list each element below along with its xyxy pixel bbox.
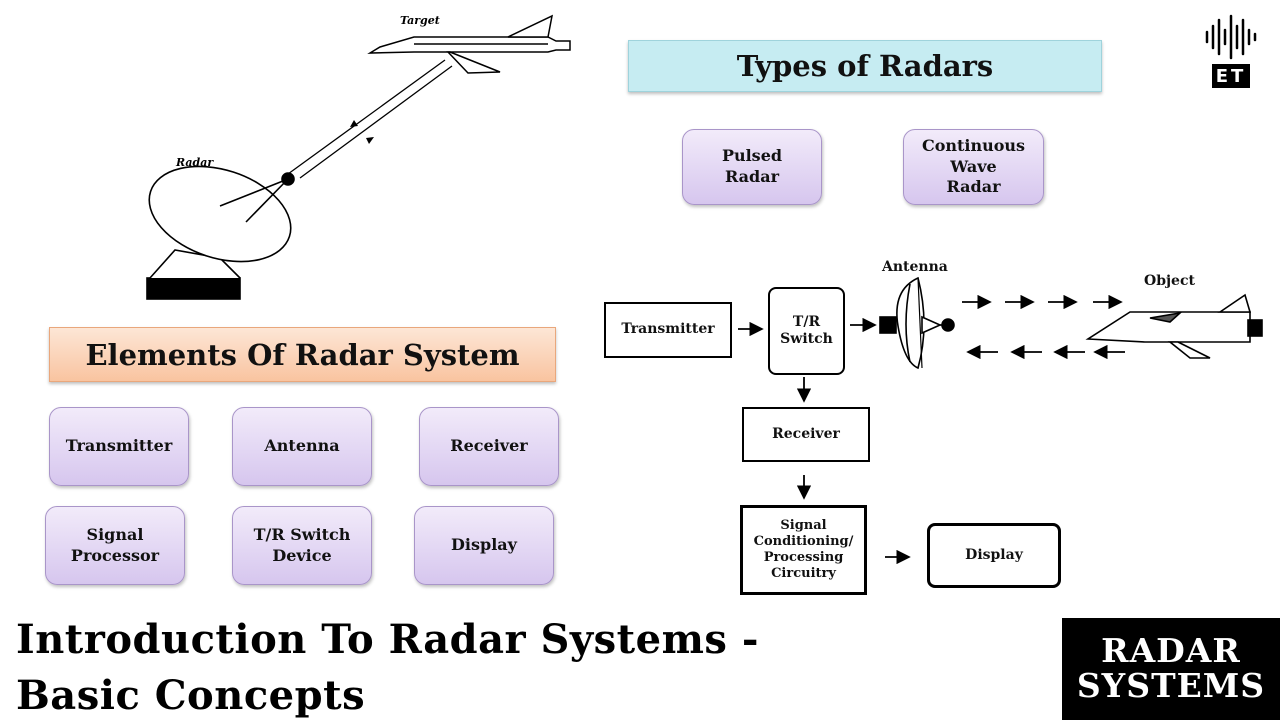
et-logo: ET — [1200, 12, 1264, 88]
waveform-icon — [1205, 14, 1257, 60]
antenna-icon — [879, 276, 955, 370]
element-receiver: Receiver — [419, 407, 559, 486]
types-of-radars-heading: Types of Radars — [628, 40, 1102, 92]
target-aircraft-icon — [367, 14, 571, 74]
element-signal-processor: Signal Processor — [45, 506, 185, 585]
radar-systems-badge: RADAR SYSTEMS — [1062, 618, 1280, 720]
block-transmitter: Transmitter — [604, 302, 732, 358]
block-diagram-graphics: Antenna Object — [738, 259, 1263, 565]
type-continuous-wave-radar: Continuous Wave Radar — [903, 129, 1044, 205]
radar-label: Radar — [175, 156, 214, 169]
block-signal-conditioning: Signal Conditioning/ Processing Circuitr… — [740, 505, 867, 595]
logo-text: ET — [1212, 64, 1250, 88]
element-antenna: Antenna — [232, 407, 372, 486]
type-pulsed-radar: Pulsed Radar — [682, 129, 822, 205]
target-label: Target — [400, 14, 440, 27]
element-display: Display — [414, 506, 554, 585]
element-tr-switch-device: T/R Switch Device — [232, 506, 372, 585]
block-display: Display — [927, 523, 1061, 588]
radar-illustration: Target Radar — [146, 14, 571, 300]
block-tr-switch: T/R Switch — [768, 287, 845, 375]
object-aircraft-icon — [1085, 293, 1263, 359]
elements-heading: Elements Of Radar System — [49, 327, 556, 382]
radar-dish-icon — [146, 165, 295, 300]
element-transmitter: Transmitter — [49, 407, 189, 486]
antenna-label: Antenna — [881, 259, 948, 275]
object-label: Object — [1144, 273, 1195, 289]
block-receiver: Receiver — [742, 407, 870, 462]
page-title: Introduction To Radar Systems - Basic Co… — [16, 616, 759, 719]
